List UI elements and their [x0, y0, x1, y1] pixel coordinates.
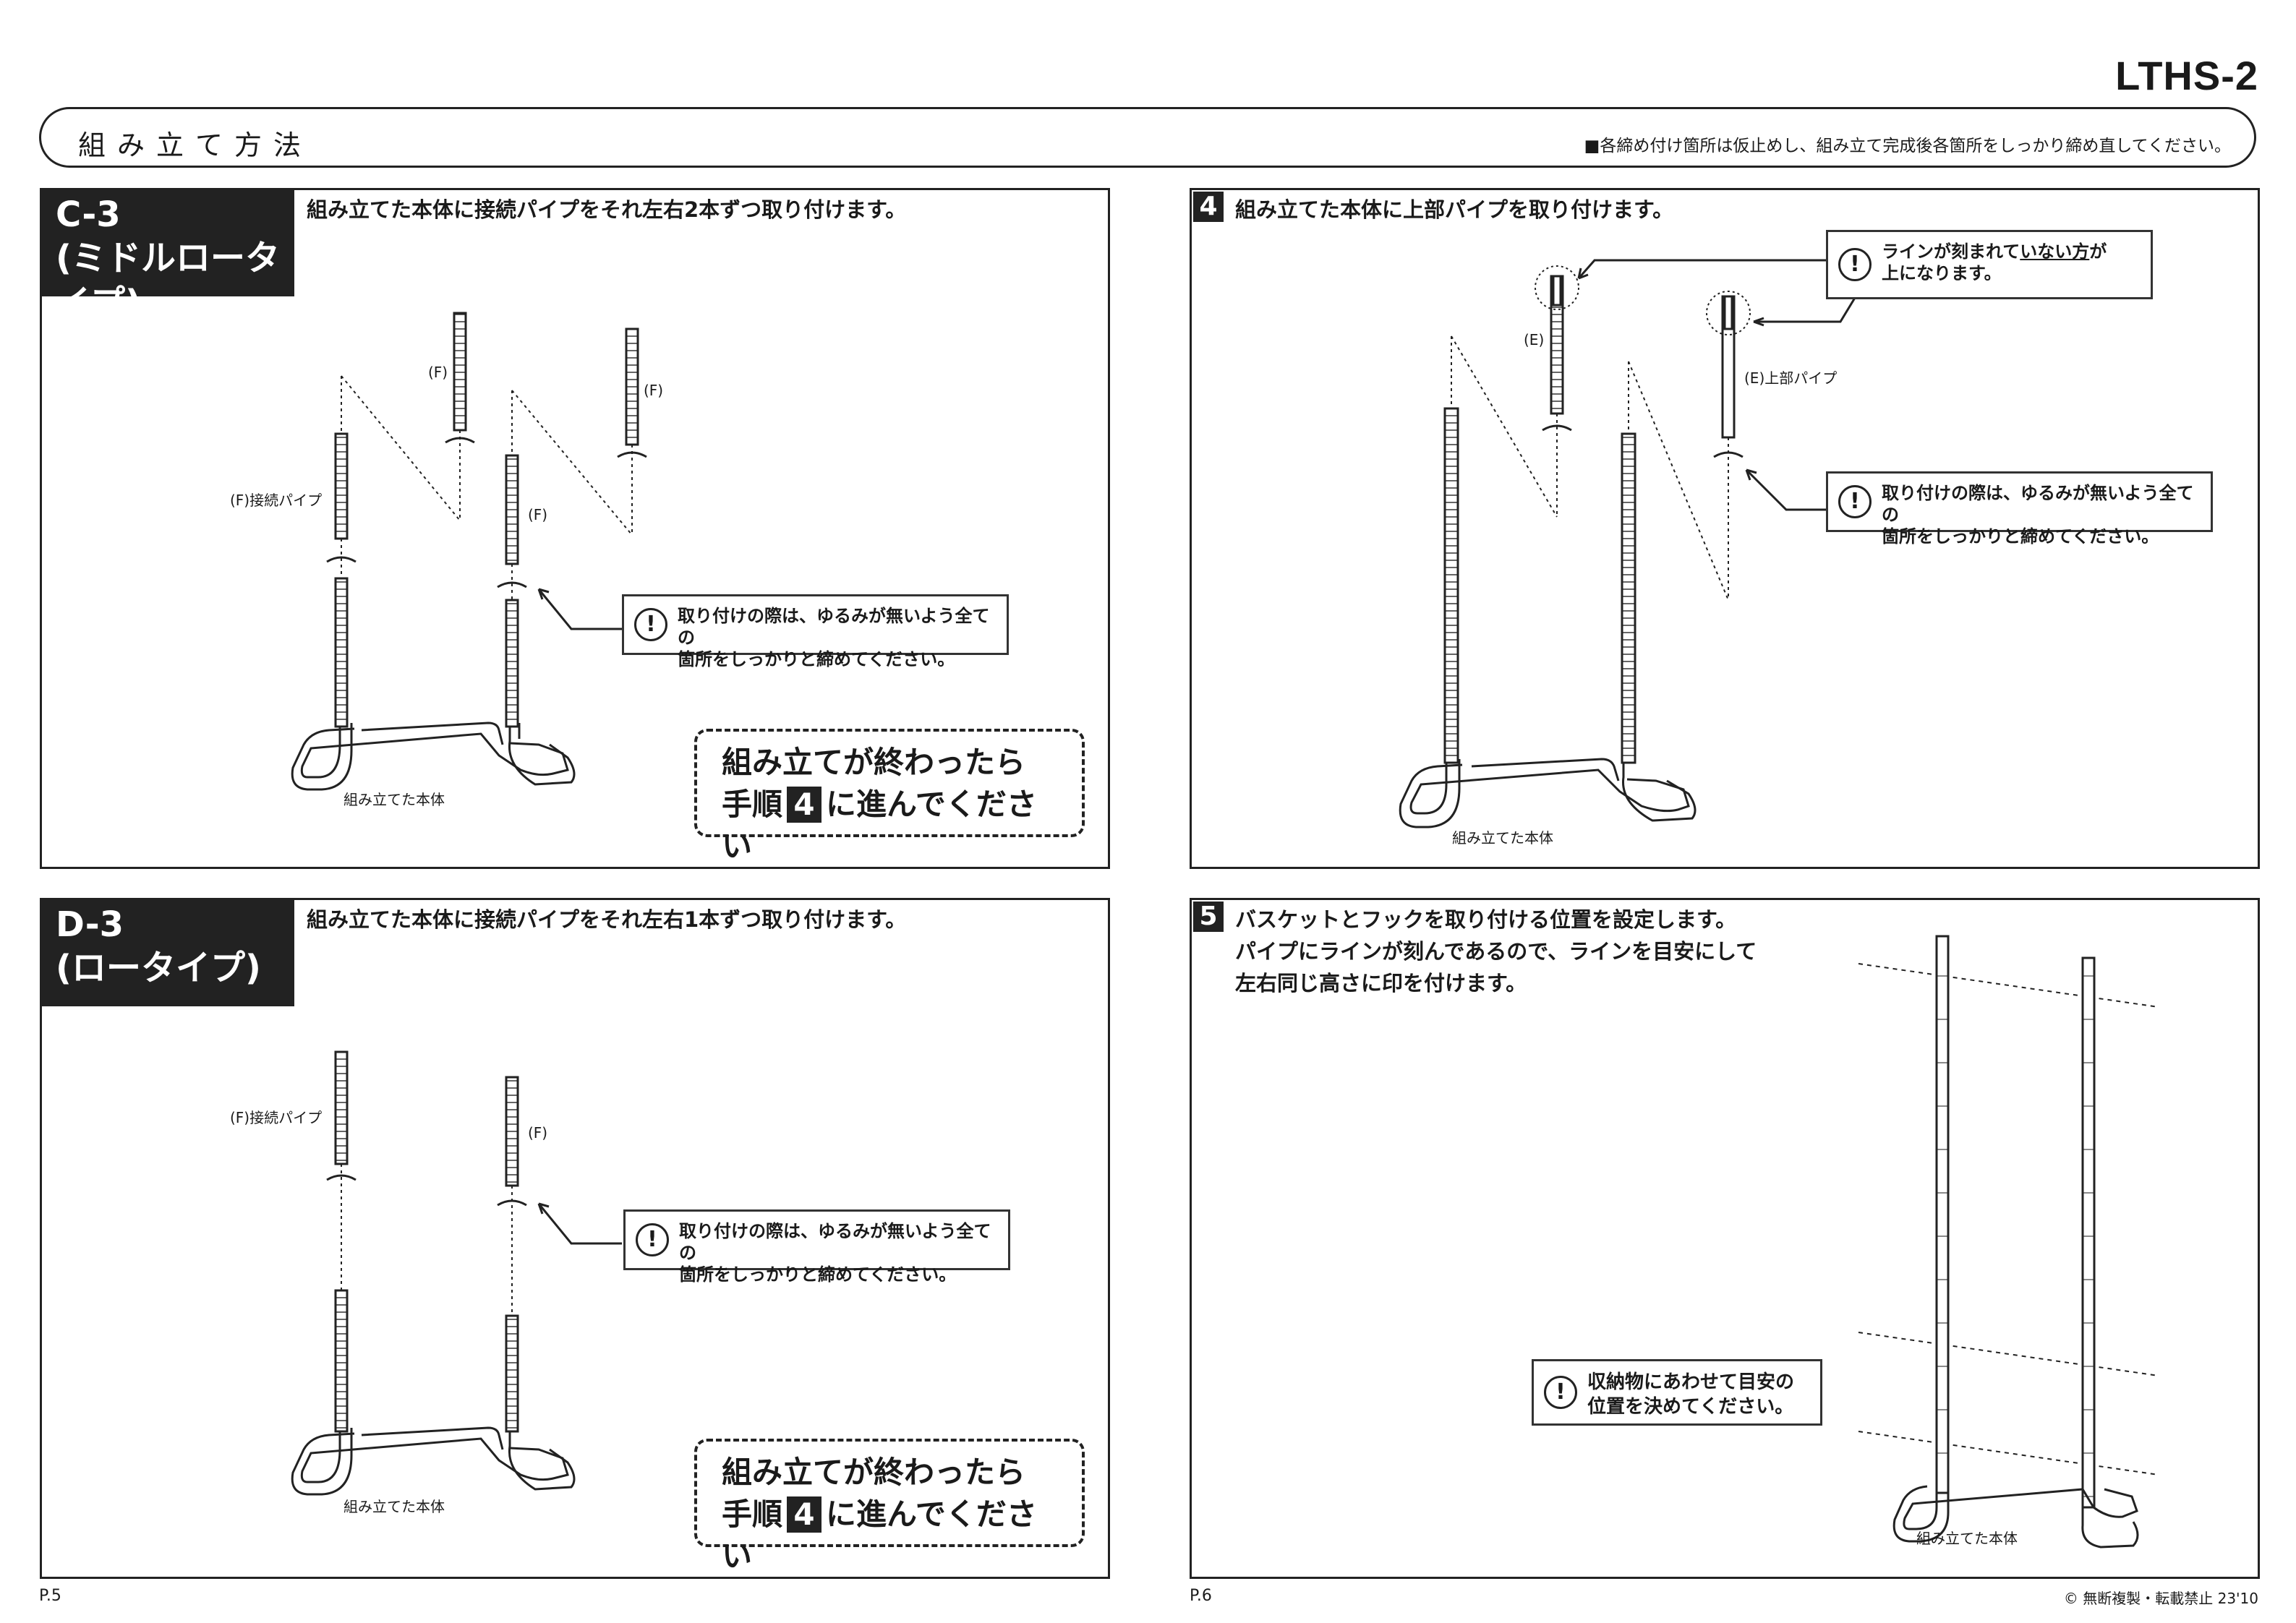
step4-note-b-line1: 取り付けの際は、ゆるみが無いよう全ての: [1882, 483, 2194, 525]
d3-label-body: 組み立てた本体: [343, 1498, 445, 1515]
d3-label-f: (F): [528, 1124, 548, 1142]
step4-note-a-pre: ラインが刻まれて: [1882, 241, 2020, 262]
header-bar: [39, 107, 2256, 168]
step5-note-line1: 収納物にあわせて目安の: [1587, 1371, 1795, 1393]
c3-next-post: に進んでください: [722, 787, 1037, 864]
step4-note-b-line2: 箇所をしっかりと締めてください。: [1882, 526, 2159, 547]
d3-next-line1: 組み立てが終わったら: [722, 1455, 1026, 1490]
panel-c3: [40, 188, 1110, 869]
c3-label-body: 組み立てた本体: [343, 791, 445, 808]
d3-type-tag: D-3 (ロータイプ): [40, 898, 294, 1006]
c3-caution-note: ! 取り付けの際は、ゆるみが無いよう全ての 箇所をしっかりと締めてください。: [622, 594, 1009, 669]
d3-note-line2: 箇所をしっかりと締めてください。: [679, 1264, 957, 1285]
step4-frame-base: [1399, 758, 1697, 828]
header-note: ■各締め付け箇所は仮止めし、組み立て完成後各箇所をしっかり締め直してください。: [1584, 137, 2231, 155]
step4-label-body: 組み立てた本体: [1452, 829, 1553, 847]
page-number-right: P.6: [1190, 1587, 1212, 1605]
d3-title: 組み立てた本体に接続パイプをそれ左右1本ずつ取り付けます。: [307, 907, 907, 932]
step4-caution-note: ! 取り付けの際は、ゆるみが無いよう全ての 箇所をしっかりと締めてください。: [1826, 471, 2213, 547]
model-number: LTHS-2: [2115, 53, 2258, 98]
step5-note-line2: 位置を決めてください。: [1587, 1396, 1794, 1418]
page-number-left: P.5: [39, 1587, 61, 1605]
step5-position-note: ! 収納物にあわせて目安の 位置を決めてください。: [1532, 1359, 1822, 1426]
c3-note-line2: 箇所をしっかりと締めてください。: [678, 649, 955, 669]
d3-tag-name: (ロータイプ): [56, 948, 261, 988]
step5-title: バスケットとフックを取り付ける位置を設定します。 パイプにラインが刻んであるので…: [1235, 904, 1757, 999]
c3-next-num: 4: [787, 787, 822, 823]
step4-note-a-post: が: [2089, 241, 2107, 262]
caution-icon: !: [634, 608, 667, 641]
d3-frame-base: [291, 1426, 576, 1496]
c3-type-tag: C-3 (ミドルロータイプ): [40, 188, 294, 323]
step4-number: 4: [1193, 192, 1224, 222]
c3-next-pre: 手順: [722, 787, 783, 822]
caution-icon: !: [1838, 485, 1872, 518]
c3-tag-code: C-3: [56, 194, 121, 235]
caution-icon: !: [1838, 248, 1872, 281]
step4-note-a-line1: ラインが刻まれていない方が: [1882, 241, 2141, 262]
panel-step4: [1190, 188, 2260, 869]
c3-title: 組み立てた本体に接続パイプをそれ左右2本ずつ取り付けます。: [307, 197, 907, 222]
step5-number: 5: [1193, 902, 1224, 932]
copyright: © 無断複製・転載禁止 23'10: [2063, 1590, 2258, 1607]
step4-note-a-underline: いない方: [2020, 241, 2090, 262]
step4-orientation-note: ! ラインが刻まれていない方が 上になります。: [1826, 230, 2153, 299]
caution-icon: !: [1544, 1376, 1577, 1409]
c3-note-line1: 取り付けの際は、ゆるみが無いよう全ての: [678, 606, 990, 648]
c3-next-line1: 組み立てが終わったら: [722, 745, 1026, 780]
c3-label-f-b: (F): [644, 382, 664, 399]
step4-note-a-line2: 上になります。: [1882, 263, 2002, 283]
panel-d3: [40, 898, 1110, 1579]
c3-tag-name: (ミドルロータイプ): [56, 238, 280, 323]
d3-next-pre: 手順: [722, 1496, 783, 1532]
c3-label-f-a: (F): [428, 364, 448, 381]
c3-frame-base: [291, 721, 576, 791]
step5-title-line1: バスケットとフックを取り付ける位置を設定します。: [1235, 907, 1737, 932]
d3-label-f-joint: (F)接続パイプ: [230, 1109, 323, 1126]
panel-step5: [1190, 898, 2260, 1579]
d3-next-post: に進んでください: [722, 1496, 1037, 1574]
step5-frame-base: [1892, 1485, 2139, 1549]
page-title: 組み立て方法: [78, 129, 313, 161]
step5-title-line2: パイプにラインが刻んであるので、ラインを目安にして: [1235, 939, 1757, 964]
step4-label-e-top: (E)上部パイプ: [1744, 369, 1838, 387]
d3-caution-note: ! 取り付けの際は、ゆるみが無いよう全ての 箇所をしっかりと締めてください。: [623, 1209, 1010, 1285]
d3-note-line1: 取り付けの際は、ゆるみが無いよう全ての: [679, 1221, 991, 1263]
caution-icon: !: [636, 1223, 669, 1256]
c3-label-f-joint: (F)接続パイプ: [230, 492, 323, 509]
step4-title: 組み立てた本体に上部パイプを取り付けます。: [1235, 197, 1674, 222]
d3-next-num: 4: [787, 1496, 822, 1533]
step5-label-body: 組み立てた本体: [1916, 1530, 2018, 1547]
step4-label-e: (E): [1524, 331, 1545, 348]
step5-title-line3: 左右同じ高さに印を付けます。: [1235, 971, 1527, 995]
c3-label-f-c: (F): [528, 506, 548, 523]
d3-tag-code: D-3: [56, 904, 124, 945]
